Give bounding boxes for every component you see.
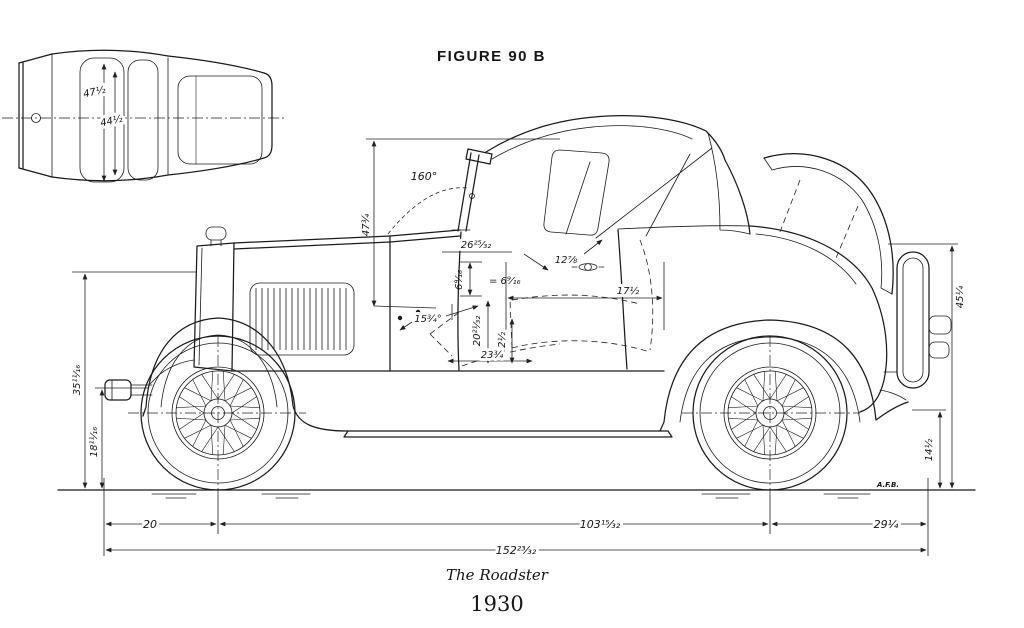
windshield-header: [465, 148, 493, 165]
rumble-hinge-arc: [779, 179, 859, 259]
rear-beltline: [617, 225, 751, 230]
front-wheel-spokes: [176, 371, 260, 455]
dim-plan-outer-width: 47½: [82, 84, 107, 100]
dim-door-top: 12⅞: [555, 255, 578, 266]
dim-rear-overhang: 29¼: [874, 518, 899, 531]
side-view: [57, 115, 976, 499]
rumble-lid-open: [763, 153, 894, 295]
dim-seat-base: 23¾: [481, 350, 504, 361]
dim-front-overhang: 20: [143, 518, 157, 531]
rear-bumper: [896, 251, 952, 389]
dim-seat-depth: 20²¹⁄₃₂: [472, 316, 483, 346]
plan-deck-lid: [177, 75, 263, 165]
dim-seat-riser-eq: = 6⁹⁄₁₆: [489, 276, 521, 287]
door-handle: [571, 263, 605, 271]
dim-seat-width: 17½: [617, 285, 640, 297]
dim-wheelbase: 103¹⁵⁄₃₂: [580, 518, 621, 531]
dim-plan-inner-width: 44½: [99, 113, 124, 129]
plan-cowl-panel: [79, 57, 125, 183]
dim-seat-back-angle: 15¾°: [414, 314, 441, 325]
rear-deck: [749, 225, 888, 413]
rear-fender: [659, 319, 909, 432]
rear-wheel: [692, 335, 848, 491]
front-fender-inner: [160, 334, 278, 408]
caption-year: 1930: [470, 592, 523, 616]
rear-fender-inner: [679, 336, 861, 423]
plan-quarter-flare: [167, 55, 265, 176]
dim-windshield-height: 47¾: [361, 213, 372, 236]
front-fender: [142, 317, 349, 432]
cowl-beltline: [389, 229, 665, 372]
front-bumper: [104, 379, 153, 401]
radiator: [149, 226, 235, 385]
front-wheel: [140, 335, 296, 491]
dim-seat-riser: 6⁹⁄₁₆: [454, 270, 465, 290]
windshield: [451, 148, 493, 232]
ground-hatch: [151, 493, 871, 499]
plan-front-edge: [18, 62, 24, 169]
windshield-wingnut-icon: [469, 193, 475, 199]
rear-wheel-spokes: [728, 371, 812, 455]
dim-floor-depth: 12½: [496, 331, 508, 354]
figure-title: FIGURE 90 B: [437, 48, 546, 65]
hood: [231, 235, 391, 372]
plan-rear-edge: [263, 72, 273, 159]
running-board: [343, 430, 673, 438]
dim-windshield-angle: 160°: [411, 170, 438, 183]
hood-louvers: [253, 286, 351, 352]
cowl-hinge-dot: [415, 309, 421, 315]
dim-rear-bumper-height: 14½: [923, 438, 935, 461]
folding-top: [485, 115, 751, 239]
plan-front-taper: [18, 53, 53, 178]
hidden-seat-structure: [429, 239, 654, 367]
door-edges: [457, 229, 628, 371]
dim-overall-length: 152²³⁄₃₂: [496, 544, 537, 557]
windshield-angle-arc: [387, 187, 469, 235]
plan-body-sides: [51, 49, 169, 182]
dim-rear-height: 45¼: [954, 285, 966, 308]
dim-bumper-height: 18¹¹⁄₁₆: [89, 427, 100, 457]
dim-cowl-to-seat: 26²⁵⁄₃₂: [461, 240, 491, 251]
dim-hood-height: 35¹¹⁄₁₆: [72, 365, 83, 395]
deck-seam: [755, 233, 907, 401]
top-view: 47½ 44½: [2, 49, 286, 183]
side-curtain: [543, 149, 610, 236]
radiator-cap-plan: [31, 113, 41, 123]
dimensions: 35¹¹⁄₁₆ 18¹¹⁄₁₆ 47¾ 160° 26²⁵⁄₃₂ 12⅞ 6⁹⁄…: [72, 138, 966, 560]
plan-seat-panel: [127, 59, 159, 181]
top-irons: [565, 147, 713, 239]
artist-initials: A.F.B.: [876, 481, 899, 489]
caption-model: The Roadster: [446, 566, 549, 584]
louver-panel: [249, 282, 355, 356]
frame-horn: [149, 359, 195, 385]
cowl-hinge-dot2: [397, 315, 403, 321]
radiator-cap: [205, 226, 227, 241]
